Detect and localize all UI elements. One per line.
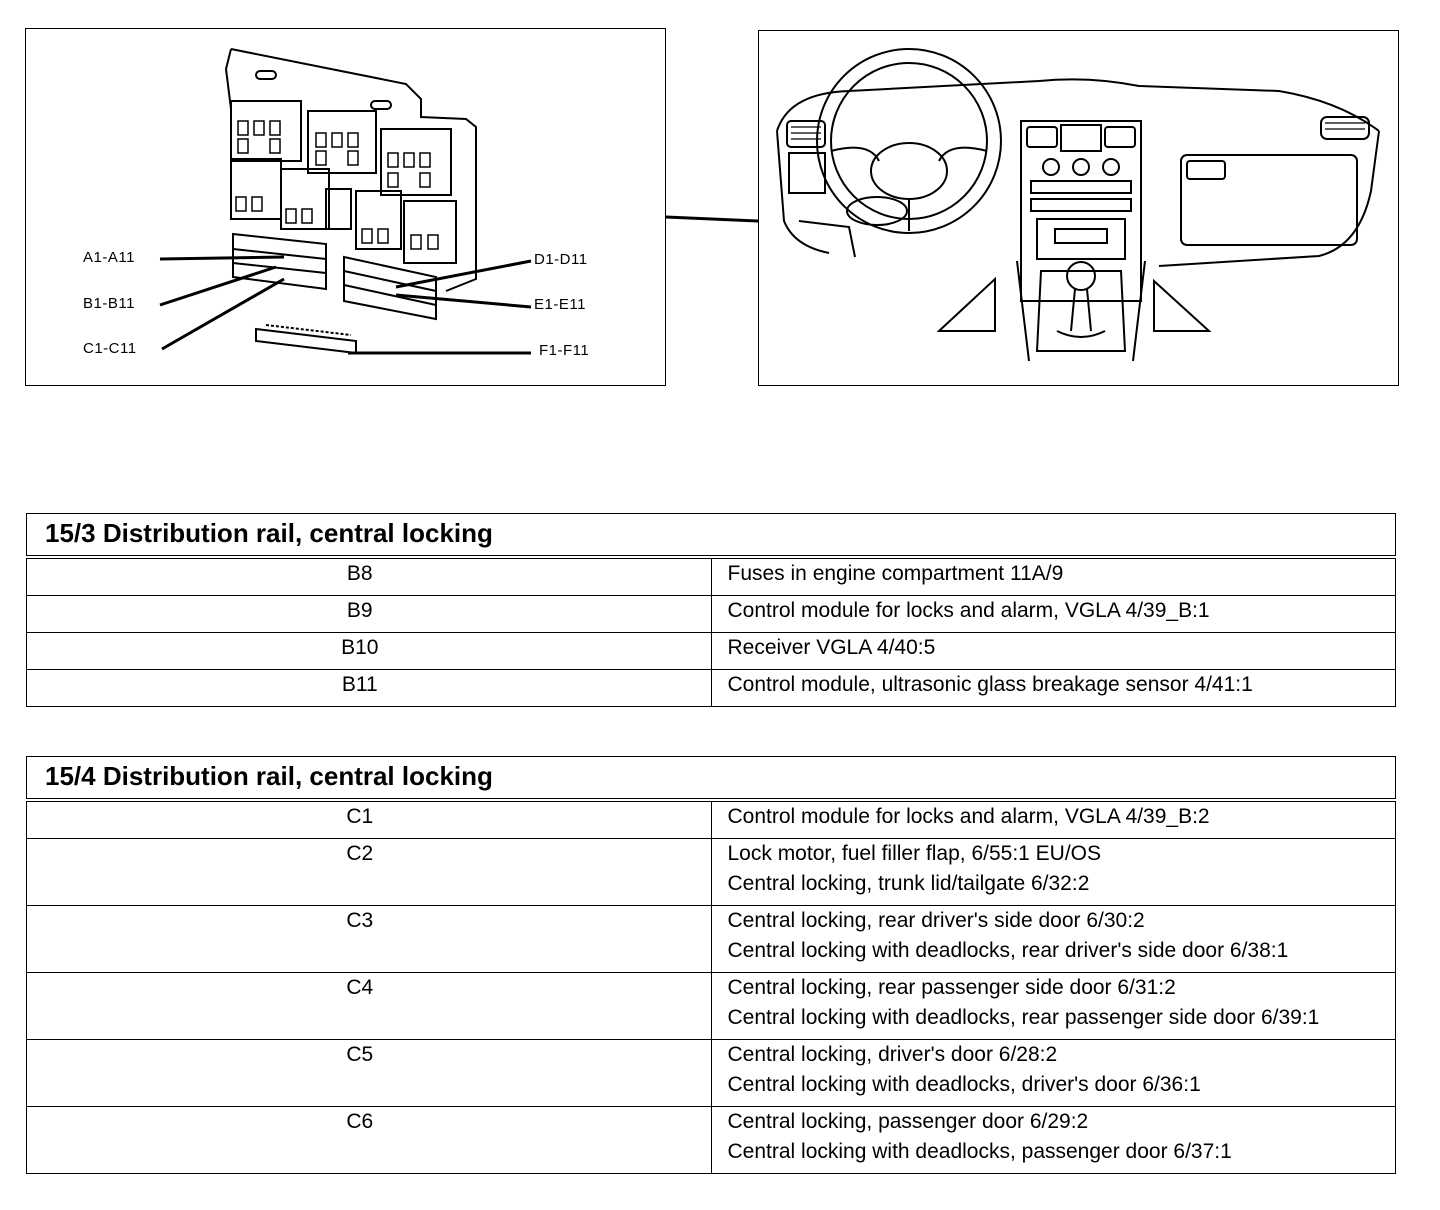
description-line: Central locking with deadlocks, driver's… <box>727 1073 1201 1096</box>
table-row: C2 Lock motor, fuel filler flap, 6/55:1 … <box>26 838 1396 906</box>
pin-description: Control module for locks and alarm, VGLA… <box>711 799 1396 839</box>
pin-description: Central locking, passenger door 6/29:2 C… <box>711 1106 1396 1174</box>
pin-code: C3 <box>26 905 712 973</box>
table-row: C4 Central locking, rear passenger side … <box>26 972 1396 1040</box>
connector-label-b: B1-B11 <box>83 295 135 312</box>
dashboard-drawing <box>776 48 1380 362</box>
pin-code: C2 <box>26 838 712 906</box>
pin-code: C1 <box>26 799 712 839</box>
pin-code: C5 <box>26 1039 712 1107</box>
table-row: B8 Fuses in engine compartment 11A/9 <box>26 556 1396 596</box>
fuse-box-figure: A1-A11 B1-B11 C1-C11 D1-D11 E1-E11 F1-F1… <box>25 28 666 386</box>
pin-code: B11 <box>26 669 712 707</box>
table-row: B11 Control module, ultrasonic glass bre… <box>26 669 1396 707</box>
pin-code: B8 <box>26 556 712 596</box>
description-line: Control module, ultrasonic glass breakag… <box>727 673 1253 696</box>
description-line: Central locking, passenger door 6/29:2 <box>727 1110 1089 1133</box>
table-row: C1 Control module for locks and alarm, V… <box>26 799 1396 839</box>
pin-code: B10 <box>26 632 712 670</box>
dashboard-location-figure <box>758 30 1399 386</box>
pin-code: C4 <box>26 972 712 1040</box>
connector-label-d: D1-D11 <box>534 251 588 268</box>
table-row: C6 Central locking, passenger door 6/29:… <box>26 1106 1396 1174</box>
description-line: Central locking, rear driver's side door… <box>727 909 1145 932</box>
table-row: B10 Receiver VGLA 4/40:5 <box>26 632 1396 670</box>
connector-label-a: A1-A11 <box>83 249 135 266</box>
table-title: 15/3 Distribution rail, central locking <box>26 513 1396 559</box>
table-row: C3 Central locking, rear driver's side d… <box>26 905 1396 973</box>
distribution-rail-table-15-4: 15/4 Distribution rail, central locking … <box>26 756 1396 1174</box>
description-line: Receiver VGLA 4/40:5 <box>727 636 936 659</box>
description-line: Central locking with deadlocks, rear dri… <box>727 939 1289 962</box>
pin-description: Receiver VGLA 4/40:5 <box>711 632 1396 670</box>
pin-code: B9 <box>26 595 712 633</box>
description-line: Central locking, driver's door 6/28:2 <box>727 1043 1058 1066</box>
table-row: B9 Control module for locks and alarm, V… <box>26 595 1396 633</box>
pin-description: Central locking, rear passenger side doo… <box>711 972 1396 1040</box>
distribution-rail-table-15-3: 15/3 Distribution rail, central locking … <box>26 513 1396 707</box>
pin-description: Lock motor, fuel filler flap, 6/55:1 EU/… <box>711 838 1396 906</box>
pin-description: Central locking, rear driver's side door… <box>711 905 1396 973</box>
table-row: C5 Central locking, driver's door 6/28:2… <box>26 1039 1396 1107</box>
pin-description: Control module for locks and alarm, VGLA… <box>711 595 1396 633</box>
description-line: Control module for locks and alarm, VGLA… <box>727 599 1210 622</box>
connector-label-c: C1-C11 <box>83 340 137 357</box>
connector-label-f: F1-F11 <box>539 342 590 359</box>
description-line: Fuses in engine compartment 11A/9 <box>727 562 1064 585</box>
connector-label-e: E1-E11 <box>534 296 586 313</box>
description-line: Control module for locks and alarm, VGLA… <box>727 805 1210 828</box>
pin-code: C6 <box>26 1106 712 1174</box>
description-line: Lock motor, fuel filler flap, 6/55:1 EU/… <box>727 842 1102 865</box>
description-line: Central locking with deadlocks, passenge… <box>727 1140 1232 1163</box>
description-line: Central locking with deadlocks, rear pas… <box>727 1006 1320 1029</box>
pin-description: Fuses in engine compartment 11A/9 <box>711 556 1396 596</box>
table-title: 15/4 Distribution rail, central locking <box>26 756 1396 802</box>
description-line: Central locking, trunk lid/tailgate 6/32… <box>727 872 1090 895</box>
description-line: Central locking, rear passenger side doo… <box>727 976 1176 999</box>
pin-description: Central locking, driver's door 6/28:2 Ce… <box>711 1039 1396 1107</box>
pin-description: Control module, ultrasonic glass breakag… <box>711 669 1396 707</box>
fuse-box-drawing <box>159 48 532 355</box>
